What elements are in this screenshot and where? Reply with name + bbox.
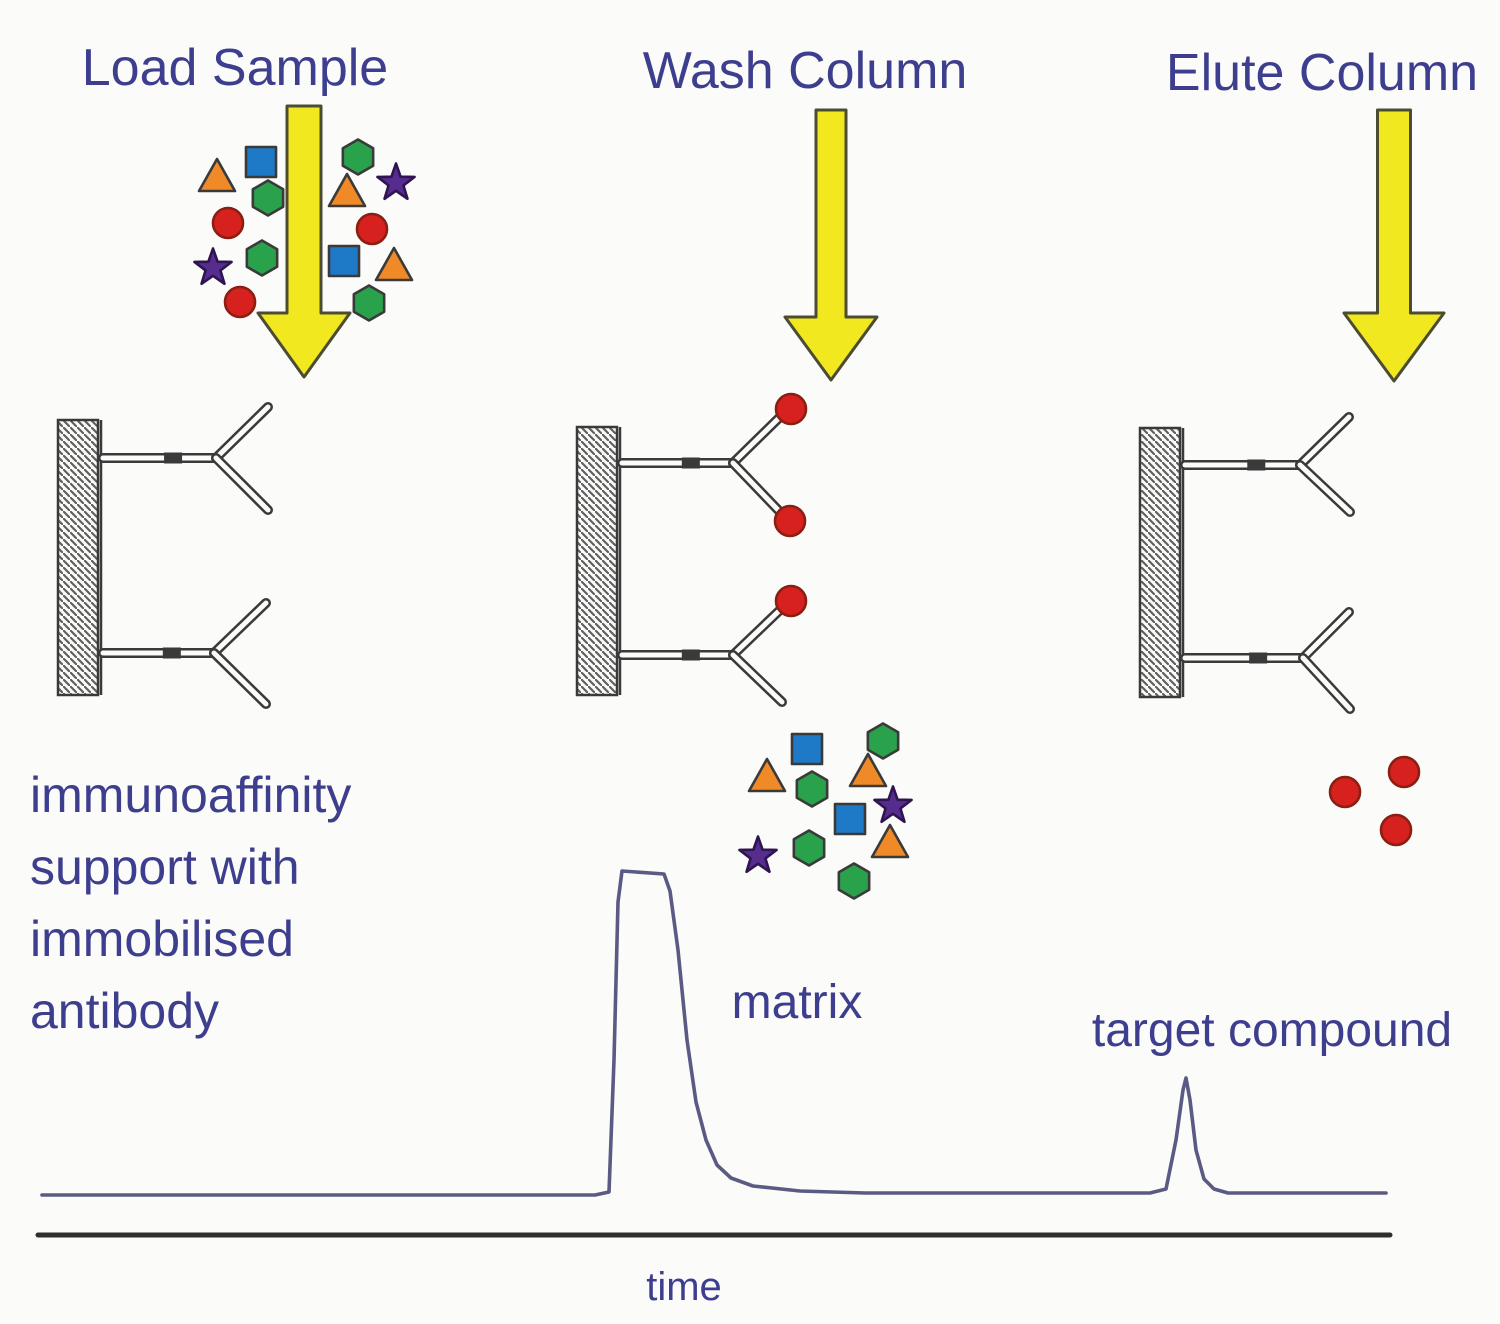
triangle-molecule — [747, 757, 787, 793]
circle-molecule — [1379, 813, 1413, 847]
bound-target-molecule — [773, 504, 807, 538]
elute-antibody-top — [1180, 412, 1355, 517]
circle-molecule — [211, 206, 245, 240]
load-support-bar — [56, 418, 103, 697]
caption-line-3: immobilised — [30, 911, 294, 967]
triangle-molecule — [374, 246, 414, 282]
wash-antibody-bottom — [617, 584, 808, 707]
eluted-target-cluster — [1328, 755, 1421, 847]
antibody-hinge-mark — [1247, 459, 1266, 471]
hexagon-molecule — [792, 829, 826, 867]
hexagon-molecule — [341, 138, 375, 176]
load-sample-label: Load Sample — [82, 39, 388, 97]
load-sample-arrow — [256, 104, 352, 379]
triangle-molecule — [327, 172, 367, 208]
star-molecule — [376, 162, 416, 201]
square-molecule — [833, 802, 867, 836]
caption-line-4: antibody — [30, 983, 219, 1039]
square-molecule — [327, 244, 361, 278]
antibody-hinge-mark — [681, 649, 700, 661]
antibody-hinge-mark — [1249, 652, 1268, 664]
load-antibody-top — [98, 402, 273, 515]
support-caption: immunoaffinity support with immobilised … — [30, 767, 351, 1039]
bound-target-molecule — [774, 392, 808, 426]
hatched-bar — [575, 425, 619, 697]
load-antibody-bottom — [98, 598, 271, 709]
antibody-hinge-mark — [164, 452, 183, 464]
circle-molecule — [1387, 755, 1421, 789]
wash-support-bar — [575, 425, 622, 697]
circle-molecule — [1328, 775, 1362, 809]
circle-molecule — [223, 285, 257, 319]
bound-target-molecule — [774, 584, 808, 618]
antibody-hinge-mark — [162, 647, 181, 659]
triangle-molecule — [197, 157, 237, 193]
wash-column-arrow — [783, 108, 879, 382]
caption-line-2: support with — [30, 839, 300, 895]
antibody-hinge-mark — [681, 457, 700, 469]
triangle-molecule — [848, 752, 888, 788]
hexagon-molecule — [245, 239, 279, 277]
target-compound-label: target compound — [1092, 1004, 1452, 1057]
hexagon-molecule — [352, 284, 386, 322]
matrix-washout-cluster — [738, 722, 913, 900]
hexagon-molecule — [837, 862, 871, 900]
square-molecule — [244, 145, 278, 179]
circle-molecule — [355, 212, 389, 246]
hexagon-molecule — [251, 179, 285, 217]
sample-mixture-cluster — [193, 138, 416, 322]
elute-column-arrow — [1342, 108, 1446, 383]
square-molecule — [790, 732, 824, 766]
time-axis-label: time — [646, 1265, 722, 1309]
caption-line-1: immunoaffinity — [30, 767, 351, 823]
star-molecule — [738, 835, 778, 874]
hatched-bar — [56, 418, 100, 697]
wash-column-label: Wash Column — [643, 42, 968, 100]
hexagon-molecule — [795, 770, 829, 808]
hatched-bar — [1138, 426, 1182, 699]
triangle-molecule — [870, 823, 910, 859]
chromatogram-trace — [40, 869, 1388, 1197]
hexagon-molecule — [866, 722, 900, 760]
elute-antibody-bottom — [1180, 607, 1355, 714]
star-molecule — [193, 247, 233, 286]
wash-antibody-top — [617, 392, 808, 538]
matrix-peak-label: matrix — [732, 976, 863, 1029]
elute-support-bar — [1138, 426, 1185, 699]
star-molecule — [873, 785, 913, 824]
elute-column-label: Elute Column — [1166, 44, 1478, 102]
